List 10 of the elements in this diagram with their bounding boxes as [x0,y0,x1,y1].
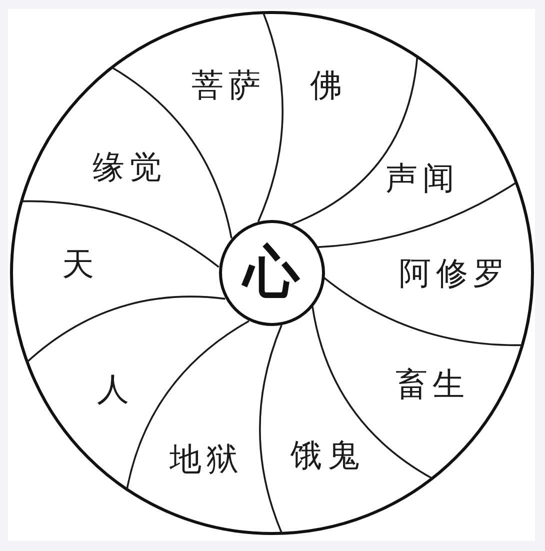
segment-label: 地狱 [164,443,244,475]
segment-label: 佛 [305,69,347,101]
segment-label: 声闻 [380,162,460,194]
segment-label: 天 [57,248,99,280]
segment-label: 人 [92,373,134,405]
segment-label: 畜生 [390,368,470,400]
segment-label: 阿修罗 [394,257,510,289]
segment-label: 菩萨 [186,69,266,101]
segment-label: 饿鬼 [286,439,364,471]
segment-label: 缘觉 [88,151,166,183]
